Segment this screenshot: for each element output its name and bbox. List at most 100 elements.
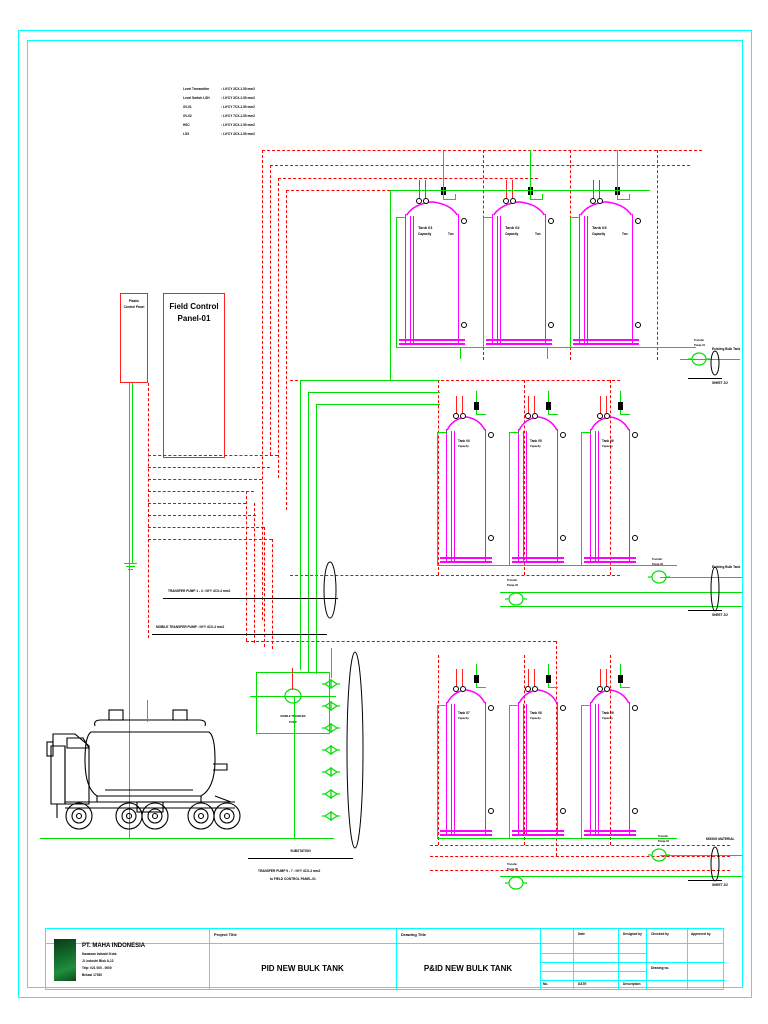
- plastic-panel-label-1: Plastic: [128, 299, 140, 303]
- destination-label: MIXING MATERIAL: [706, 837, 735, 841]
- tank-label-unit: Ton: [448, 232, 454, 236]
- row1-discharge-line: [680, 359, 740, 361]
- tank-side-valve[interactable]: [632, 432, 638, 438]
- tank-side-valve[interactable]: [632, 705, 638, 711]
- valve-xv-01[interactable]: [474, 675, 479, 683]
- tank-feed-branch: [509, 432, 519, 433]
- tank-outlet-valve[interactable]: [461, 322, 467, 328]
- tank-label-capacity: Capacity: [458, 445, 469, 448]
- tank-side-valve[interactable]: [560, 432, 566, 438]
- vent-branch: [620, 687, 630, 688]
- tank-vessel[interactable]: [486, 200, 552, 345]
- legend-row-value: : LIYCY 7CX-1.50 mm2: [221, 105, 255, 109]
- transfer-pump-02[interactable]: [505, 592, 527, 611]
- signal-lower-trunk: [430, 870, 730, 871]
- valve-xv-01[interactable]: [546, 402, 551, 410]
- vent-branch: [455, 194, 456, 200]
- level-transmitter-bubble[interactable]: [525, 413, 531, 419]
- tank-side-valve[interactable]: [635, 218, 641, 224]
- level-switch-bubble[interactable]: [532, 686, 538, 692]
- level-transmitter-bubble[interactable]: [597, 686, 603, 692]
- tank-label-name: Tank 02: [505, 225, 520, 230]
- tank-dome: [405, 201, 459, 216]
- tank-vessel[interactable]: [440, 415, 492, 563]
- level-switch-bubble[interactable]: [460, 413, 466, 419]
- tank-vessel[interactable]: [584, 415, 636, 563]
- tank-feed-riser: [483, 217, 484, 347]
- tank-outlet-valve[interactable]: [488, 535, 494, 541]
- field-control-panel[interactable]: [163, 293, 225, 458]
- tank-vessel[interactable]: [399, 200, 465, 345]
- flexible-hose-connector: [346, 651, 364, 849]
- cable-label-bottom-bus: SUBSTATION: [290, 849, 311, 853]
- level-switch-bubble[interactable]: [597, 198, 603, 204]
- row3-discharge-line: [500, 876, 742, 878]
- tank-outlet-valve[interactable]: [560, 535, 566, 541]
- vent-branch: [617, 199, 629, 200]
- tank-vessel[interactable]: [512, 688, 564, 836]
- transfer-pump-05[interactable]: [648, 848, 670, 867]
- tank-base: [440, 557, 492, 559]
- level-transmitter-bubble[interactable]: [590, 198, 596, 204]
- discharge-header-row2: [437, 565, 677, 567]
- tank-dome: [446, 416, 486, 431]
- transfer-pump-04[interactable]: [505, 876, 527, 895]
- plastic-control-panel[interactable]: [120, 293, 148, 383]
- mobile-pump-symbol[interactable]: [280, 688, 306, 709]
- tank-outlet-valve[interactable]: [635, 322, 641, 328]
- tank-outlet-valve[interactable]: [632, 808, 638, 814]
- tank-side-valve[interactable]: [560, 705, 566, 711]
- level-transmitter-bubble[interactable]: [597, 413, 603, 419]
- truck-fill-hose: [147, 700, 148, 722]
- level-transmitter-bubble[interactable]: [416, 198, 422, 204]
- level-switch-bubble[interactable]: [423, 198, 429, 204]
- tank-vessel[interactable]: [573, 200, 639, 345]
- signal-lower-riser: [556, 641, 557, 856]
- tank-outlet-valve[interactable]: [632, 535, 638, 541]
- level-transmitter-bubble[interactable]: [453, 413, 459, 419]
- vent-branch: [629, 194, 630, 200]
- cable-label-bottom-note-1: TRANSFER PUMP 5 - 7 : NYY 4CX-4 mm2: [258, 869, 321, 873]
- signal-stub: [456, 396, 458, 415]
- pump-label: Transfer: [658, 835, 669, 838]
- tank-feed-branch: [581, 432, 591, 433]
- level-switch-bubble[interactable]: [460, 686, 466, 692]
- level-transmitter-bubble[interactable]: [453, 686, 459, 692]
- valve-xv-01[interactable]: [618, 402, 623, 410]
- destination-label: Existing Bulk Tank: [712, 347, 741, 351]
- panel-signal-branch: [148, 515, 256, 516]
- transfer-pump-01[interactable]: [688, 352, 710, 371]
- level-switch-bubble[interactable]: [510, 198, 516, 204]
- signal-trunk-riser: [262, 150, 263, 620]
- company-logo: [54, 939, 76, 981]
- row1-column-drop: [547, 347, 548, 359]
- level-switch-bubble[interactable]: [604, 413, 610, 419]
- project-title-label: Project Title: [214, 932, 237, 937]
- tank-side-valve[interactable]: [461, 218, 467, 224]
- signal-row2-trunk: [290, 380, 620, 381]
- offpage-connector: [710, 566, 720, 612]
- tank-side-valve[interactable]: [488, 705, 494, 711]
- tank-outlet-valve[interactable]: [560, 808, 566, 814]
- level-transmitter-bubble[interactable]: [503, 198, 509, 204]
- valve-xv-01[interactable]: [474, 402, 479, 410]
- tank-vessel[interactable]: [584, 688, 636, 836]
- valve-xv-01[interactable]: [618, 675, 623, 683]
- transfer-pump-03[interactable]: [648, 570, 670, 589]
- signal-trunk-riser: [286, 190, 287, 510]
- tank-vessel[interactable]: [512, 415, 564, 563]
- level-switch-bubble[interactable]: [604, 686, 610, 692]
- title-block: PT. MAHA INDONESIA Kawasan Industri Kota…: [45, 928, 725, 990]
- panel-ground-line: [132, 383, 133, 563]
- tank-level-line: [523, 704, 525, 834]
- tank-outlet-valve[interactable]: [548, 322, 554, 328]
- valve-xv-01[interactable]: [546, 675, 551, 683]
- drawing-no-label: Drawing no.: [651, 966, 670, 970]
- tank-vessel[interactable]: [440, 688, 492, 836]
- tank-side-valve[interactable]: [548, 218, 554, 224]
- tank-side-valve[interactable]: [488, 432, 494, 438]
- tank-outlet-valve[interactable]: [488, 808, 494, 814]
- level-switch-bubble[interactable]: [532, 413, 538, 419]
- level-transmitter-bubble[interactable]: [525, 686, 531, 692]
